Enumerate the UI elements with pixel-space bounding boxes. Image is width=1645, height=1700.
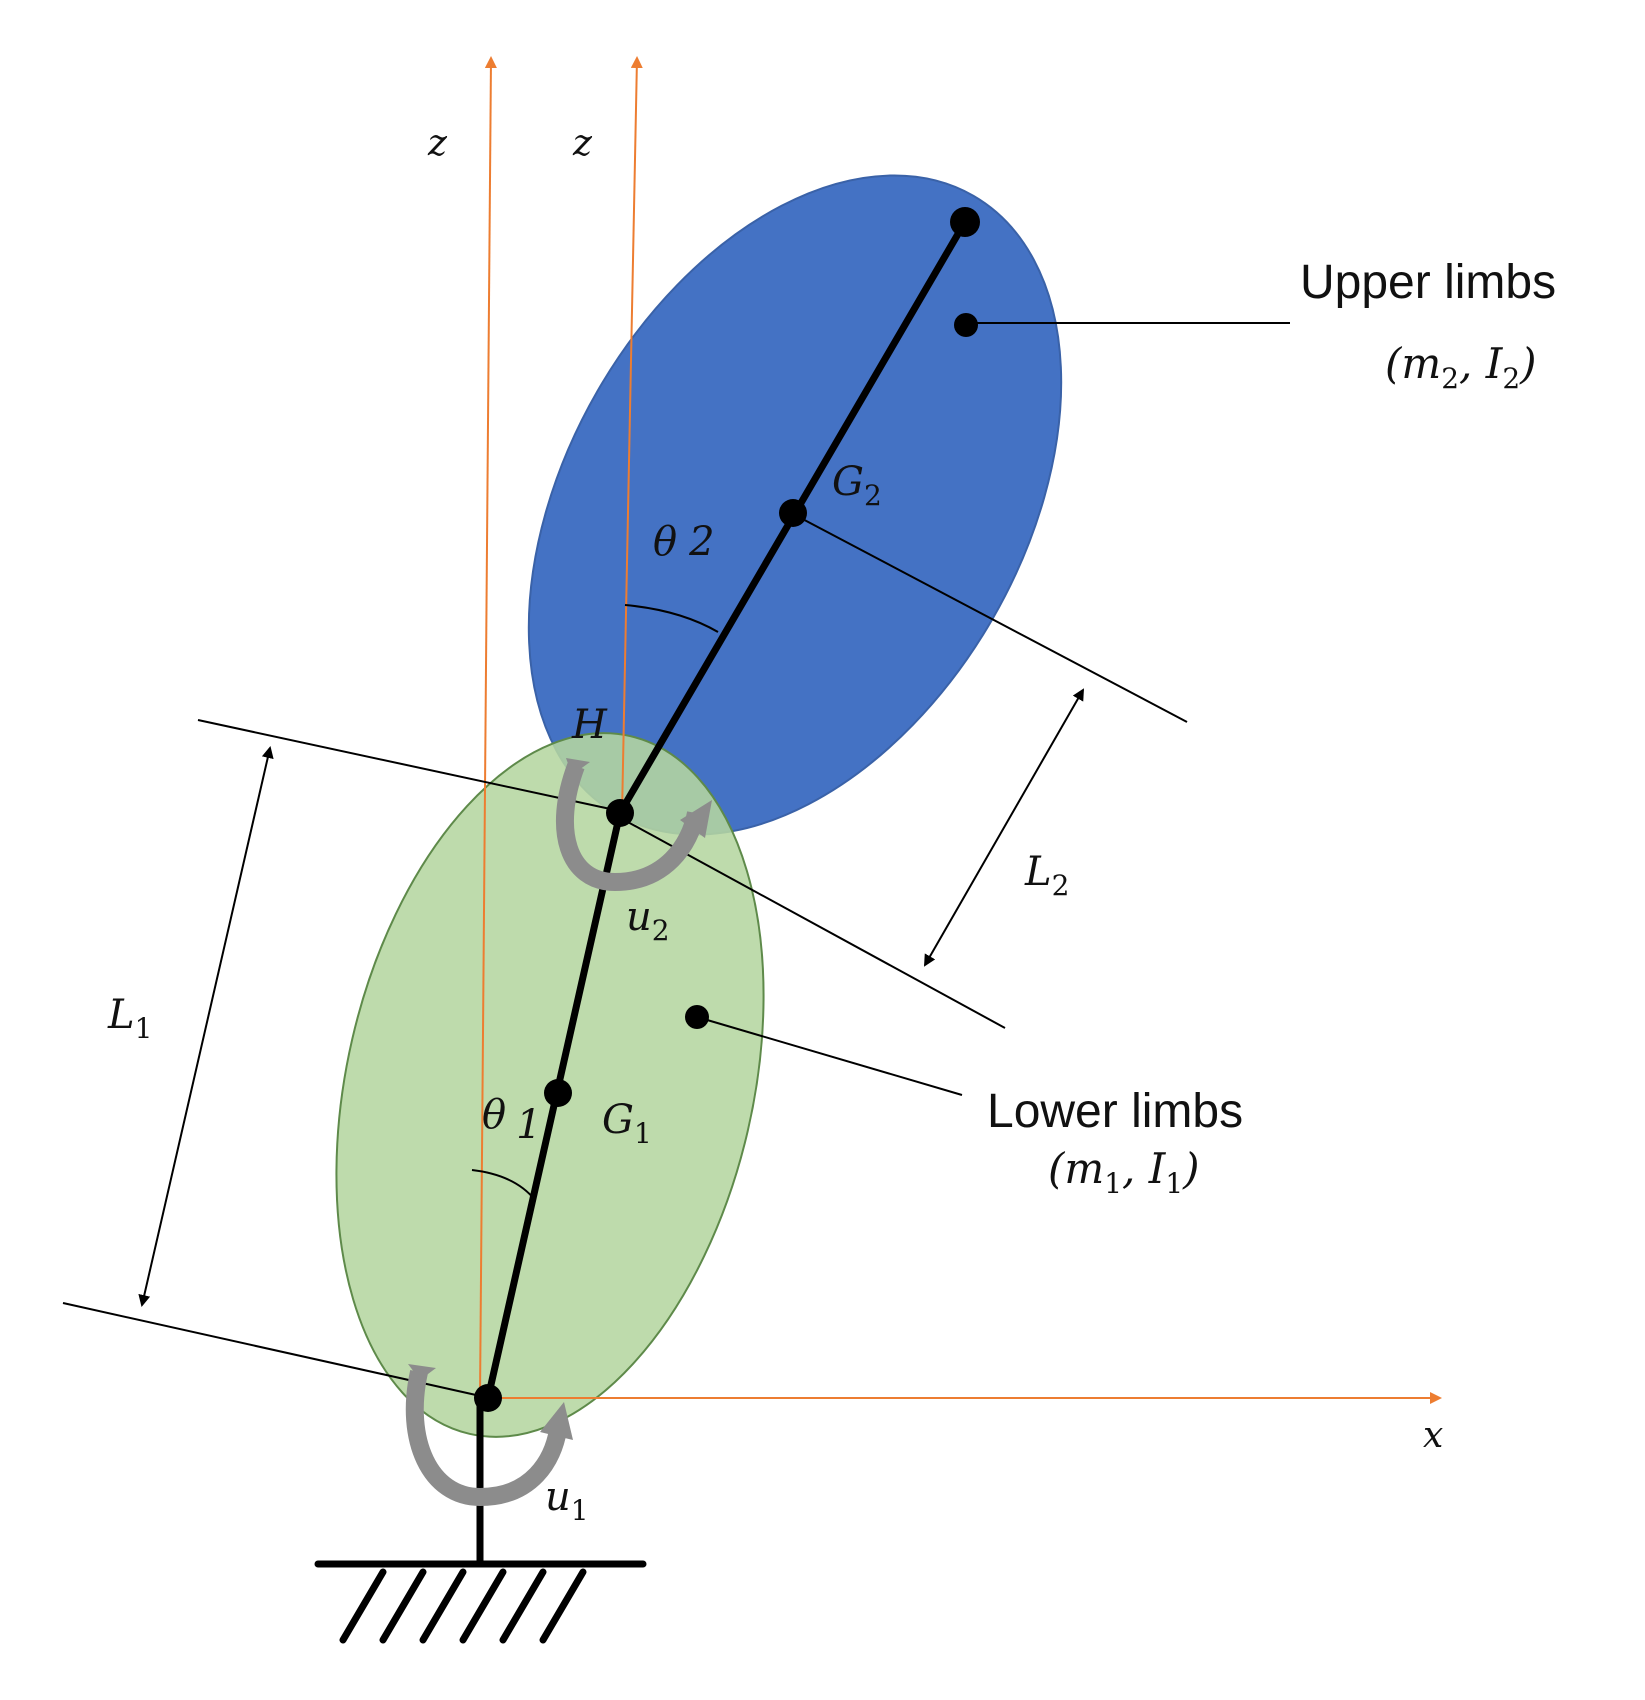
l2-dimension-arrow [924,688,1084,967]
upper-limbs-params: (m2, I2) [1385,339,1537,395]
upper-end-point [950,207,980,237]
u1-torque-arrow-icon [405,1364,573,1507]
l2-label: L2 [1024,849,1069,902]
z-axis-label-hip: z [572,123,593,164]
z-axis-hip [621,56,643,816]
upper-limbs-com-dot [954,313,978,337]
u2-label: u2 [626,894,670,947]
lower-limbs-params: (m1, I1) [1048,1144,1200,1200]
h-label: H [571,702,608,748]
l1-label: L1 [107,992,152,1045]
l2-top-reference-line [794,514,1188,723]
l1-dimension-arrow [138,746,274,1307]
ground-hatch-icon [314,1560,647,1644]
l1-top-reference-line [197,719,616,811]
hip-joint-h [606,799,634,827]
lower-limbs-com-dot [685,1005,709,1029]
g1-label: G1 [602,1097,652,1150]
lower-limbs-label: Lower limbs [987,1085,1243,1138]
u2-torque-arrow-icon [556,758,712,892]
z-axis-base [479,56,497,1399]
x-axis-label: x [1423,1415,1443,1456]
base-joint [474,1384,502,1412]
g2-point [779,499,807,527]
lower-limbs-leader-line [696,1016,963,1096]
theta2-angle-arc [624,604,719,633]
u1-label: u1 [545,1474,589,1527]
upper-limbs-label: Upper limbs [1300,256,1556,309]
z-axis-label-base: z [427,123,448,164]
g2-label: G2 [832,459,882,512]
g1-point [544,1079,572,1107]
